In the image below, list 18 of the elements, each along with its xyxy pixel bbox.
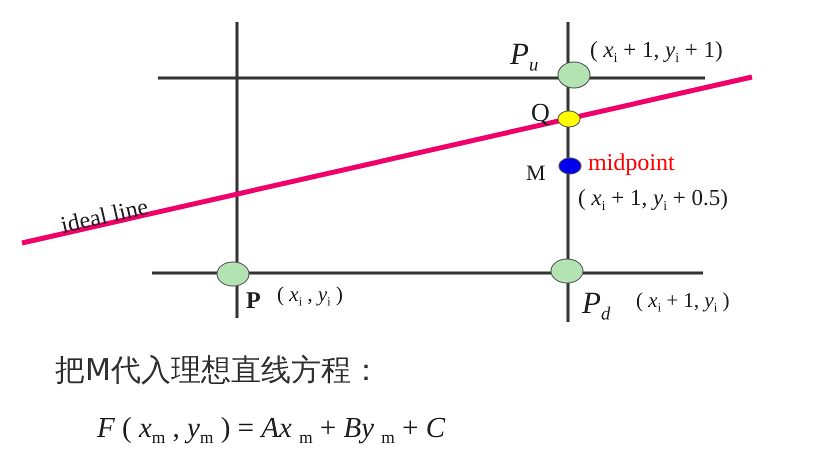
point-label: M: [526, 162, 546, 184]
point-label: P$_{d}$: [582, 287, 610, 324]
formula: F ( x$_{m}$ , y$_{m}$ ) = Ax $_{m}$ + By $_{m}$ + C: [97, 414, 446, 446]
point-marker: [557, 110, 581, 128]
point-marker: [216, 261, 250, 287]
point-label: P$_{u}$: [510, 38, 538, 76]
point-marker: [557, 61, 591, 89]
coordinate-label: ( x$_{i}$ + 1, y$_{i}$ + 0.5): [578, 186, 728, 213]
point-marker: [558, 157, 582, 175]
point-label: P: [246, 289, 261, 313]
midpoint-label: midpoint: [588, 151, 675, 175]
instruction-text: 把M代入理想直线方程：: [55, 356, 381, 386]
line-label: ideal line: [58, 194, 150, 238]
coordinate-label: ( x$_{i}$ + 1, y$_{i}$ ): [636, 290, 730, 314]
point-label: Q: [531, 100, 550, 126]
point-marker: [550, 258, 584, 284]
coordinate-label: ( x$_{i}$ + 1, y$_{i}$ + 1): [590, 38, 723, 65]
coordinate-label: ( x$_{i}$ , y$_{i}$ ): [277, 284, 343, 308]
